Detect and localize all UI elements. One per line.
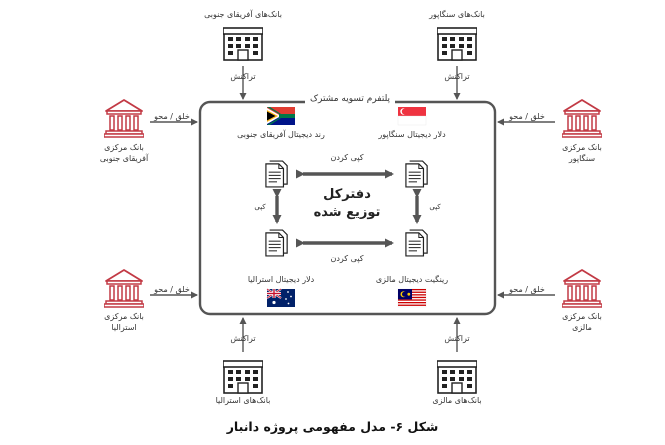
central-bank-label-line: آفریقای جنوبی bbox=[99, 154, 149, 163]
central-bank-label-singapore: بانک مرکزی سنگاپور bbox=[542, 142, 622, 164]
central-bank-label-malaysia: بانک مرکزی مالزی bbox=[542, 311, 622, 333]
commercial-bank-icon bbox=[223, 27, 263, 61]
central-bank-label-line: استرالیا bbox=[111, 323, 137, 332]
transaction-label: تراکنش bbox=[230, 334, 256, 343]
ledger-document-icon bbox=[265, 160, 288, 188]
south-africa-flag bbox=[267, 107, 295, 125]
transaction-label: تراکنش bbox=[444, 72, 470, 81]
central-bank-icon bbox=[104, 99, 144, 138]
figure-caption: شکل ۶- مدل مفهومی پروژه دانبار bbox=[226, 419, 439, 434]
transaction-label: تراکنش bbox=[444, 334, 470, 343]
transaction-label: تراکنش bbox=[230, 72, 256, 81]
ledger-document-icon bbox=[405, 229, 428, 257]
exchange-label: کپی کردن bbox=[330, 254, 364, 263]
central-bank-icon bbox=[104, 269, 144, 308]
singapore-flag bbox=[397, 107, 427, 126]
australia-flag bbox=[266, 288, 295, 307]
copy-label-vertical: کپی bbox=[254, 203, 266, 211]
commercial-bank-icon bbox=[437, 27, 477, 61]
central-bank-label-south-africa: بانک مرکزی آفریقای جنوبی bbox=[84, 142, 164, 164]
central-bank-label-line: سنگاپور bbox=[568, 154, 596, 163]
ledger-document-icon bbox=[265, 229, 288, 257]
commercial-bank-label-singapore: بانک‌های سنگاپور bbox=[429, 10, 485, 19]
ledger-document-icon bbox=[405, 160, 428, 188]
currency-label-zar: رند دیجیتال آفریقای جنوبی bbox=[237, 130, 325, 139]
platform-label: پلتفرم تسویه مشترک bbox=[305, 94, 395, 104]
ledger-label-line: توزیع شده bbox=[313, 205, 381, 220]
copy-label-vertical: کپی bbox=[429, 203, 441, 211]
commercial-bank-icon bbox=[437, 360, 477, 394]
commercial-bank-label-malaysia: بانک‌های مالزی bbox=[432, 396, 482, 405]
issue-burn-label: خلق / محو bbox=[509, 285, 545, 294]
commercial-bank-icon bbox=[223, 360, 263, 394]
exchange-label: کپی کردن bbox=[330, 153, 364, 162]
issue-burn-label: خلق / محو bbox=[509, 112, 545, 121]
currency-label-aud: دلار دیجیتال استرالیا bbox=[247, 275, 315, 284]
malaysia-flag bbox=[397, 288, 427, 308]
currency-label-sgd: دلار دیجیتال سنگاپور bbox=[378, 130, 446, 139]
central-bank-label-line: بانک مرکزی bbox=[562, 143, 602, 152]
commercial-bank-label-south-africa: بانک‌های آفریقای جنوبی bbox=[204, 10, 282, 19]
issue-burn-label: خلق / محو bbox=[154, 112, 190, 121]
distributed-ledger-label: دفترکل توزیع شده bbox=[307, 186, 387, 222]
central-bank-label-line: بانک مرکزی bbox=[562, 312, 602, 321]
currency-label-myr: رینگیت دیجیتال مالزی bbox=[375, 275, 449, 284]
commercial-bank-label-australia: بانک‌های استرالیا bbox=[215, 396, 271, 405]
central-bank-label-australia: بانک مرکزی استرالیا bbox=[84, 311, 164, 333]
central-bank-icon bbox=[562, 99, 602, 138]
central-bank-icon bbox=[562, 269, 602, 308]
central-bank-label-line: مالزی bbox=[572, 323, 592, 332]
central-bank-label-line: بانک مرکزی bbox=[104, 143, 144, 152]
ledger-label-line: دفترکل bbox=[323, 187, 371, 202]
issue-burn-label: خلق / محو bbox=[154, 285, 190, 294]
central-bank-label-line: بانک مرکزی bbox=[104, 312, 144, 321]
